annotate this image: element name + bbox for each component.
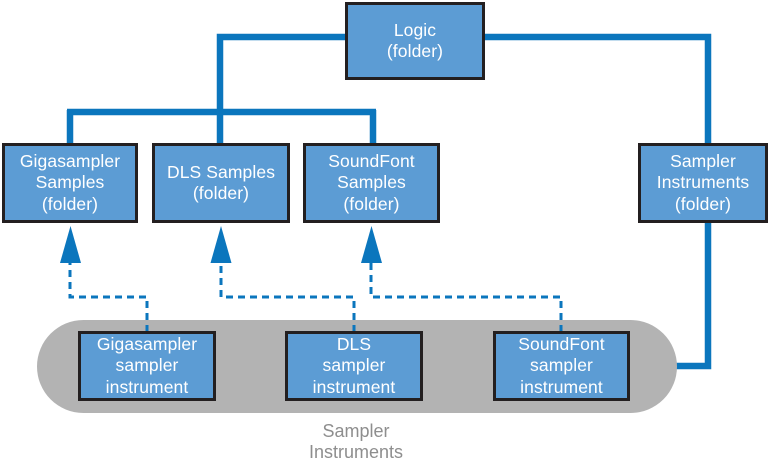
soundfont-sampler-instrument-node: SoundFont sampler instrument	[493, 331, 630, 401]
dashed-line-soundfont	[369, 263, 563, 332]
arrow-up-icon	[210, 226, 232, 263]
connector-logic-to-left-branch	[216, 33, 345, 143]
logic-folder-node: Logic (folder)	[345, 2, 485, 80]
dls-sampler-instrument-node: DLS sampler instrument	[285, 331, 423, 401]
gigasampler-samples-folder-node: Gigasampler Samples (folder)	[2, 143, 138, 223]
sampler-instruments-folder-node: Sampler Instruments (folder)	[638, 143, 768, 223]
group-caption: Sampler Instruments	[308, 421, 404, 462]
dashed-line-dls	[219, 263, 356, 332]
dashed-line-gigasampler	[68, 263, 149, 332]
dls-samples-folder-node: DLS Samples (folder)	[152, 143, 290, 223]
soundfont-samples-folder-node: SoundFont Samples (folder)	[303, 143, 440, 223]
gigasampler-sampler-instrument-node: Gigasampler sampler instrument	[78, 331, 216, 401]
arrow-up-icon	[60, 226, 81, 263]
arrow-up-icon	[361, 226, 382, 263]
